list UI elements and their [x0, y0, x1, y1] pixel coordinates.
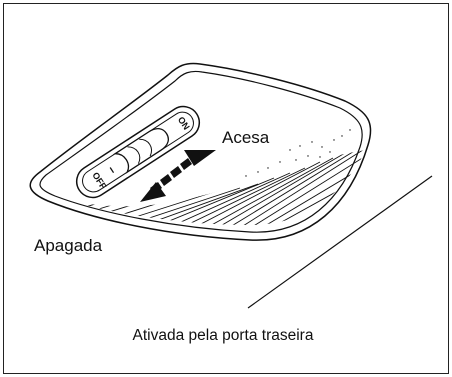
switch-knob	[112, 128, 169, 174]
caption: Ativada pela porta traseira	[132, 327, 314, 344]
direction-arrow	[140, 150, 216, 202]
off-state-label: Apagada	[34, 236, 103, 255]
lamp-housing	[29, 62, 372, 241]
switch-middle-label: I	[108, 165, 116, 175]
lens-stipple	[245, 129, 351, 177]
three-position-switch: OFF I ON	[75, 105, 201, 199]
figure-frame	[3, 3, 449, 374]
on-state-label: Acesa	[222, 128, 270, 147]
leader-line	[247, 175, 433, 309]
lamp-inner-rim	[39, 70, 363, 233]
